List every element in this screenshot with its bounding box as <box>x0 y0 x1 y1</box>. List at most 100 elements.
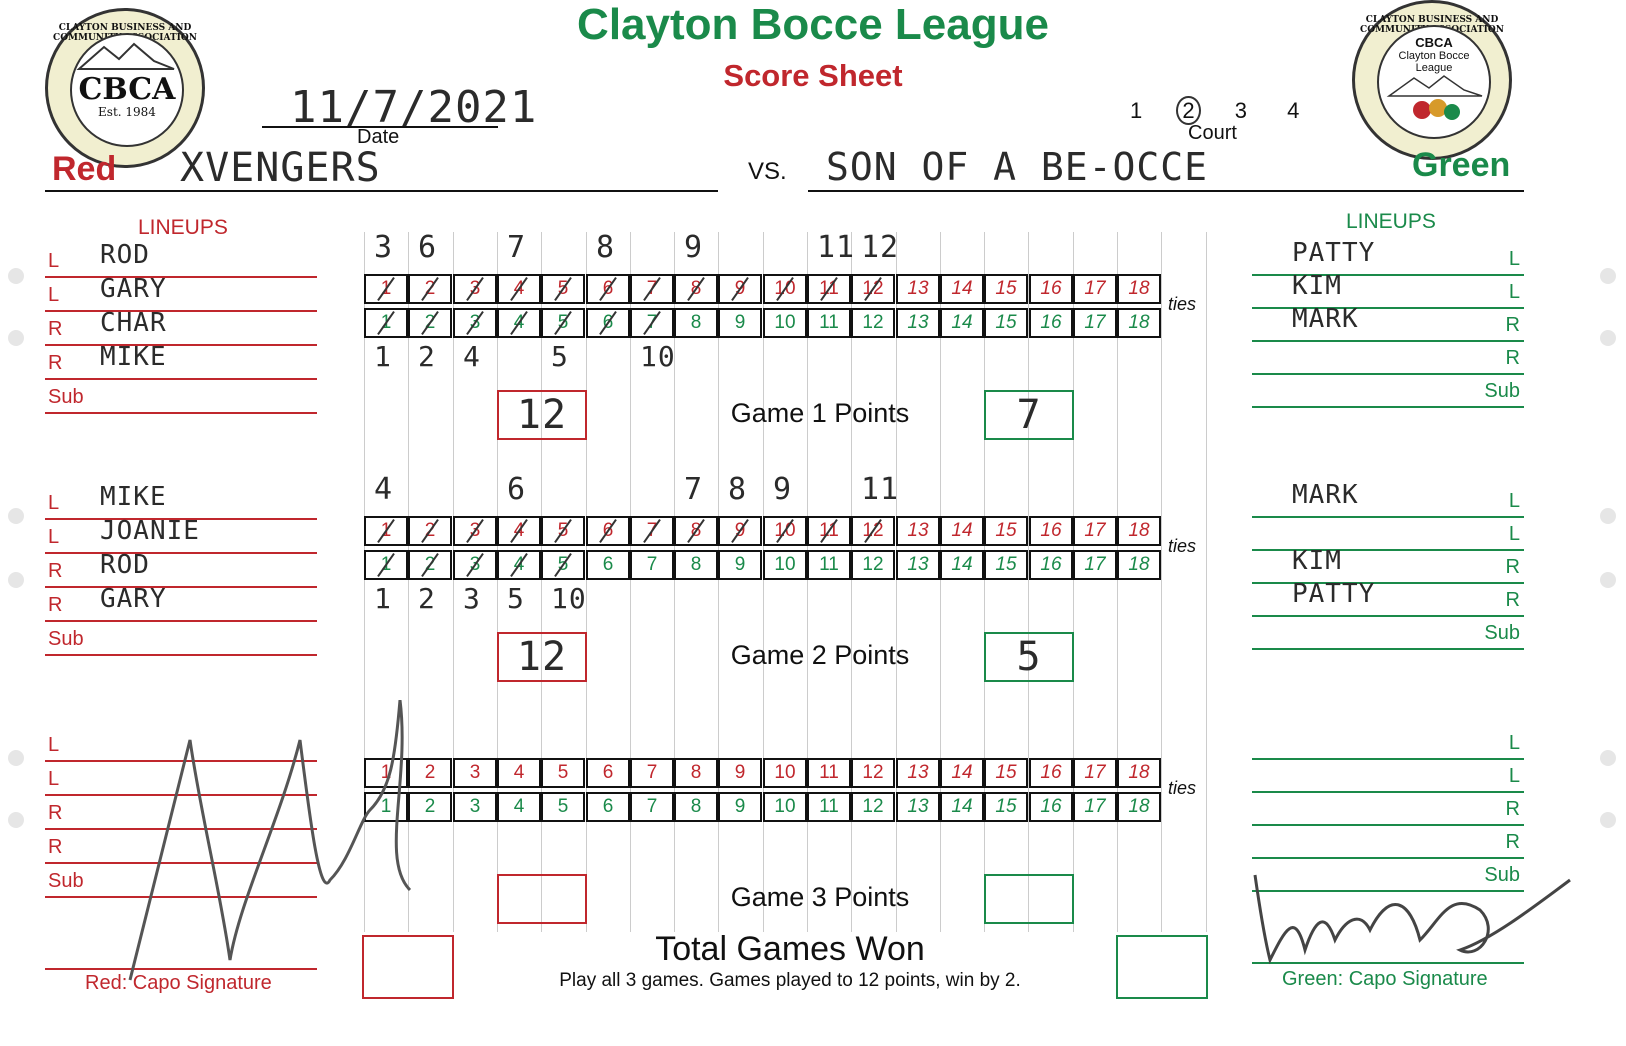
red-score-cell[interactable]: 18 <box>1117 274 1161 304</box>
green-score-cell[interactable]: 6 <box>586 792 630 822</box>
green-score-cell[interactable]: 8 <box>674 792 718 822</box>
green-score-cell[interactable]: 12 <box>851 792 895 822</box>
green-score-cell[interactable]: 11 <box>807 550 851 580</box>
green-score-cell[interactable]: 14 <box>940 550 984 580</box>
green-score-cell[interactable]: 16 <box>1029 550 1073 580</box>
red-score-cell[interactable]: 17 <box>1073 758 1117 788</box>
red-lineup-name[interactable]: GARY <box>100 584 167 614</box>
green-score-cell[interactable]: 15 <box>984 792 1028 822</box>
red-score-cell[interactable]: 14 <box>940 758 984 788</box>
red-lineup-name[interactable]: GARY <box>100 274 167 304</box>
green-score-cell[interactable]: 18 <box>1117 308 1161 338</box>
red-score-cell[interactable]: 7 <box>630 758 674 788</box>
red-score-cell[interactable]: 13 <box>896 516 940 546</box>
green-score-cell[interactable]: 13 <box>896 308 940 338</box>
red-score-cell[interactable]: 13 <box>896 274 940 304</box>
red-score-cell[interactable]: 18 <box>1117 516 1161 546</box>
green-lineup-name[interactable]: KIM <box>1292 546 1342 576</box>
red-score-cell[interactable]: 10 <box>763 758 807 788</box>
green-score-cell[interactable]: 3 <box>453 792 497 822</box>
red-score-cell[interactable]: 17 <box>1073 274 1117 304</box>
green-score-cell[interactable]: 18 <box>1117 792 1161 822</box>
green-score-cell[interactable]: 11 <box>807 792 851 822</box>
green-team-label: Green <box>1412 146 1511 184</box>
red-score-cell[interactable]: 14 <box>940 274 984 304</box>
green-score-cell[interactable]: 18 <box>1117 550 1161 580</box>
date-value: 11/7/2021 <box>290 82 538 133</box>
green-score-cell[interactable]: 10 <box>763 550 807 580</box>
red-lineup-position: R <box>48 560 63 582</box>
red-lineup-line <box>45 654 317 656</box>
green-score-cell[interactable]: 12 <box>851 550 895 580</box>
red-score-cell[interactable]: 18 <box>1117 758 1161 788</box>
green-lineup-name[interactable]: MARK <box>1292 480 1359 510</box>
red-score-cell[interactable]: 11 <box>807 758 851 788</box>
green-score-cell[interactable]: 16 <box>1029 308 1073 338</box>
green-score-cell[interactable]: 12 <box>851 308 895 338</box>
green-score-cell[interactable]: 8 <box>674 308 718 338</box>
green-score-cell[interactable]: 15 <box>984 308 1028 338</box>
green-lineup-name[interactable]: MARK <box>1292 304 1359 334</box>
green-score-cell[interactable]: 6 <box>586 550 630 580</box>
green-score-cell[interactable]: 11 <box>807 308 851 338</box>
green-score-cell[interactable]: 17 <box>1073 792 1117 822</box>
red-score-cell[interactable]: 16 <box>1029 274 1073 304</box>
red-lineup-position: L <box>48 492 60 514</box>
red-score-cell[interactable]: 15 <box>984 274 1028 304</box>
green-game-points-box[interactable]: 7 <box>984 390 1074 440</box>
red-score-cell[interactable]: 13 <box>896 758 940 788</box>
green-score-cell[interactable]: 8 <box>674 550 718 580</box>
red-lineup-name[interactable]: ROD <box>100 550 150 580</box>
red-score-cell[interactable]: 14 <box>940 516 984 546</box>
red-score-cell[interactable]: 6 <box>586 758 630 788</box>
red-score-cell[interactable]: 9 <box>718 758 762 788</box>
green-score-cell[interactable]: 13 <box>896 792 940 822</box>
green-score-cell[interactable]: 16 <box>1029 792 1073 822</box>
red-lineup-name[interactable]: MIKE <box>100 482 167 512</box>
red-score-cell[interactable]: 3 <box>453 758 497 788</box>
green-score-cell[interactable]: 4 <box>497 792 541 822</box>
green-game-points-box[interactable] <box>984 874 1074 924</box>
green-score-cell[interactable]: 15 <box>984 550 1028 580</box>
green-score-cell[interactable]: 2 <box>408 792 452 822</box>
red-lineup-name[interactable]: ROD <box>100 240 150 270</box>
red-score-cell[interactable]: 5 <box>541 758 585 788</box>
red-lineup-name[interactable]: CHAR <box>100 308 167 338</box>
red-score-cell[interactable]: 15 <box>984 516 1028 546</box>
green-score-cell[interactable]: 17 <box>1073 550 1117 580</box>
red-total-box[interactable] <box>362 935 454 999</box>
red-score-cell[interactable]: 17 <box>1073 516 1117 546</box>
red-score-cell[interactable]: 15 <box>984 758 1028 788</box>
green-score-cell[interactable]: 10 <box>763 308 807 338</box>
red-score-cell[interactable]: 16 <box>1029 516 1073 546</box>
green-score-cell[interactable]: 9 <box>718 550 762 580</box>
green-score-cell[interactable]: 14 <box>940 792 984 822</box>
red-game-points-box[interactable] <box>497 874 587 924</box>
green-score-cell[interactable]: 9 <box>718 308 762 338</box>
green-score-cell[interactable]: 1 <box>364 792 408 822</box>
green-score-cell[interactable]: 9 <box>718 792 762 822</box>
green-score-cell[interactable]: 17 <box>1073 308 1117 338</box>
green-score-cell[interactable]: 7 <box>630 550 674 580</box>
red-score-cell[interactable]: 8 <box>674 758 718 788</box>
green-total-box[interactable] <box>1116 935 1208 999</box>
green-score-cell[interactable]: 14 <box>940 308 984 338</box>
green-game-points-box[interactable]: 5 <box>984 632 1074 682</box>
red-game-points-box[interactable]: 12 <box>497 632 587 682</box>
green-score-cell[interactable]: 5 <box>541 792 585 822</box>
red-score-cell[interactable]: 2 <box>408 758 452 788</box>
green-score-cell[interactable]: 13 <box>896 550 940 580</box>
red-score-cell[interactable]: 12 <box>851 758 895 788</box>
red-team-name: XVENGERS <box>180 145 381 191</box>
red-game-points-box[interactable]: 12 <box>497 390 587 440</box>
green-score-cell[interactable]: 10 <box>763 792 807 822</box>
red-score-cell[interactable]: 4 <box>497 758 541 788</box>
green-lineup-name[interactable]: PATTY <box>1292 579 1376 609</box>
green-lineup-name[interactable]: PATTY <box>1292 238 1376 268</box>
green-lineup-name[interactable]: KIM <box>1292 271 1342 301</box>
red-lineup-name[interactable]: MIKE <box>100 342 167 372</box>
red-score-cell[interactable]: 16 <box>1029 758 1073 788</box>
red-lineup-name[interactable]: JOANIE <box>100 516 200 546</box>
green-score-cell[interactable]: 7 <box>630 792 674 822</box>
green-running-score: 10 <box>640 340 676 373</box>
